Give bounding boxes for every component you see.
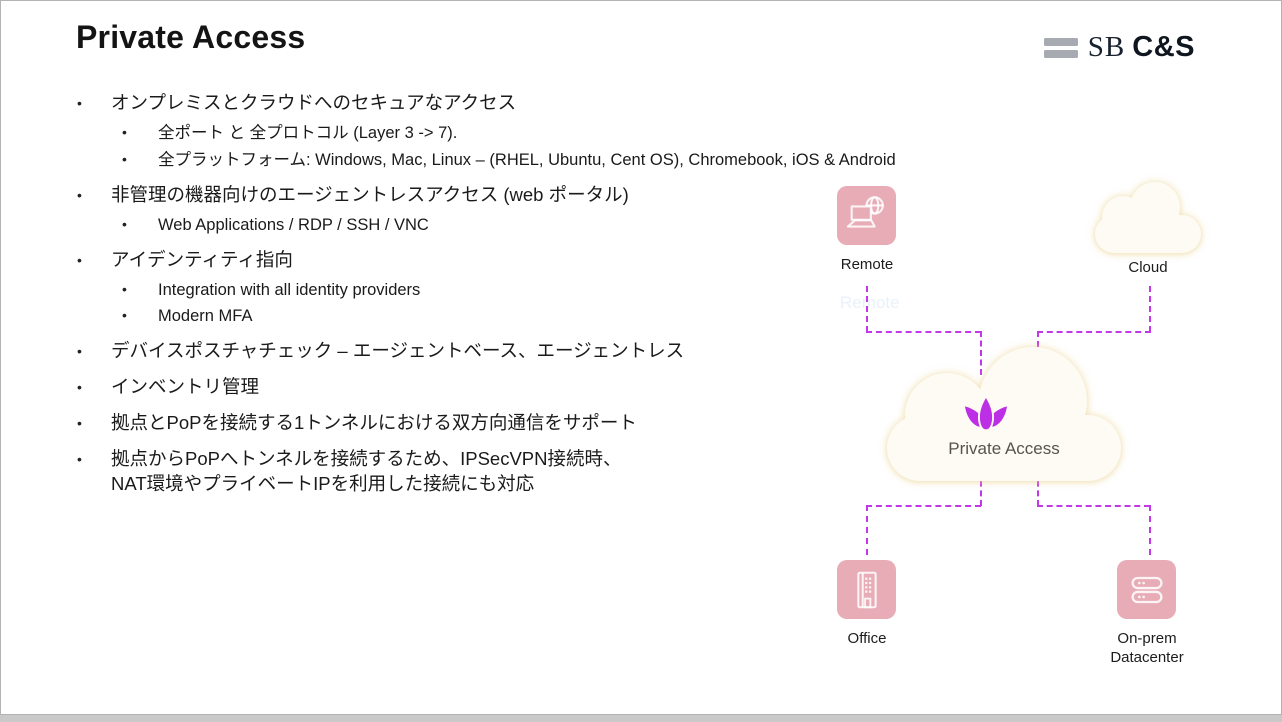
connector-office-horizontal — [866, 505, 981, 507]
connector-office-vertical — [866, 505, 868, 555]
connector-cloud-horizontal — [1037, 331, 1151, 333]
bullet-marker — [77, 247, 111, 274]
bullet-marker — [122, 213, 158, 238]
softbank-bar — [1043, 37, 1078, 46]
connector-remote-drop — [980, 331, 982, 375]
office-label: Office — [847, 630, 887, 647]
bullet-list: オンプレミスとクラウドへのセキュアなアクセス 全ポート と 全プロトコル (La… — [1, 81, 1091, 500]
bullet-item: 拠点とPoPを接続する1トンネルにおける双方向通信をサポート — [1, 410, 1091, 437]
onprem-label-line2: Datacenter — [1110, 649, 1184, 666]
bullet-item: Integration with all identity providers — [1, 278, 1091, 303]
bullet-item: 全プラットフォーム: Windows, Mac, Linux – (RHEL, … — [1, 148, 1091, 173]
bullet-text-line1: 拠点からPoPへトンネルを接続するため、IPSecVPN接続時、 — [111, 448, 622, 469]
server-icon — [1130, 576, 1163, 603]
connector-cloud-vertical — [1149, 286, 1151, 332]
bullet-marker — [77, 90, 111, 117]
bullet-marker — [122, 304, 158, 329]
bullet-text: オンプレミスとクラウドへのセキュアなアクセス — [111, 92, 517, 113]
bullet-item: 非管理の機器向けのエージェントレスアクセス (web ポータル) — [1, 182, 1091, 209]
logo-text-cs: C&S — [1132, 31, 1195, 63]
onprem-node — [1117, 560, 1176, 619]
connector-remote-vertical — [866, 286, 868, 332]
private-access-cloud: Private Access — [883, 343, 1125, 485]
page-title: Private Access — [76, 19, 306, 55]
bullet-marker — [122, 121, 158, 146]
bullet-item: アイデンティティ指向 — [1, 247, 1091, 274]
bullet-text: インベントリ管理 — [111, 376, 260, 397]
bullet-text: アイデンティティ指向 — [111, 248, 293, 270]
bullet-item: 全ポート と 全プロトコル (Layer 3 -> 7). — [1, 121, 1091, 146]
bullet-item: 拠点からPoPへトンネルを接続するため、IPSecVPN接続時、 NAT環境やプラ… — [1, 446, 1091, 496]
remote-label: Remote — [840, 256, 894, 273]
bullet-marker — [77, 446, 111, 473]
cloud-label: Cloud — [1128, 259, 1168, 276]
bullet-marker — [122, 278, 158, 303]
bullet-item: Modern MFA — [1, 304, 1091, 329]
cloud-icon — [1095, 182, 1201, 253]
sbcs-logo: SB C&S — [1043, 31, 1195, 64]
bullet-marker — [77, 374, 111, 401]
bullet-text: 拠点とPoPを接続する1トンネルにおける双方向通信をサポート — [111, 412, 637, 433]
office-node — [837, 560, 896, 619]
bullet-marker — [122, 148, 158, 173]
softbank-bar — [1043, 49, 1078, 58]
bullet-item: オンプレミスとクラウドへのセキュアなアクセス — [1, 90, 1091, 117]
bullet-text: デバイスポスチャチェック – エージェントベース、エージェントレス — [111, 340, 685, 361]
softbank-bars-icon — [1043, 37, 1078, 58]
bullet-marker — [77, 338, 111, 365]
private-access-label: Private Access — [948, 439, 1060, 458]
bullet-text: Modern MFA — [158, 307, 253, 325]
connector-onprem-horizontal — [1037, 505, 1150, 507]
remote-ghost-label: Remote — [840, 293, 900, 312]
connector-onprem-vertical — [1149, 505, 1151, 555]
cloud-node — [1093, 177, 1203, 257]
connector-office-drop — [980, 471, 982, 506]
bullet-item: インベントリ管理 — [1, 374, 1091, 401]
connector-remote-horizontal — [866, 331, 981, 333]
bullet-text: 全ポート と 全プロトコル (Layer 3 -> 7). — [158, 124, 458, 142]
office-building-icon — [856, 571, 877, 608]
tulip-icon — [964, 394, 1008, 432]
bullet-text: Integration with all identity providers — [158, 280, 421, 299]
big-cloud-icon — [887, 347, 1121, 481]
bullet-text: Web Applications / RDP / SSH / VNC — [158, 215, 429, 234]
onprem-label: On-prem Datacenter — [1087, 629, 1207, 667]
remote-node — [837, 186, 896, 245]
logo-text-sb: SB — [1087, 31, 1126, 63]
laptop-globe-icon — [846, 195, 884, 228]
connector-onprem-drop — [1037, 471, 1039, 506]
bullet-text: 全プラットフォーム: Windows, Mac, Linux – (RHEL, … — [158, 150, 896, 169]
onprem-label-line1: On-prem — [1117, 630, 1177, 647]
bullet-text-line2: NAT環境やプライベートIPを利用した接続にも対応 — [111, 473, 535, 494]
bullet-item: Web Applications / RDP / SSH / VNC — [1, 213, 1091, 238]
bullet-marker — [77, 182, 111, 209]
bullet-text: 非管理の機器向けのエージェントレスアクセス (web ポータル) — [111, 183, 629, 205]
bullet-marker — [77, 410, 111, 437]
bullet-text: 拠点からPoPへトンネルを接続するため、IPSecVPN接続時、 NAT環境やプラ… — [111, 446, 1091, 496]
bullet-item: デバイスポスチャチェック – エージェントベース、エージェントレス — [1, 338, 1091, 365]
